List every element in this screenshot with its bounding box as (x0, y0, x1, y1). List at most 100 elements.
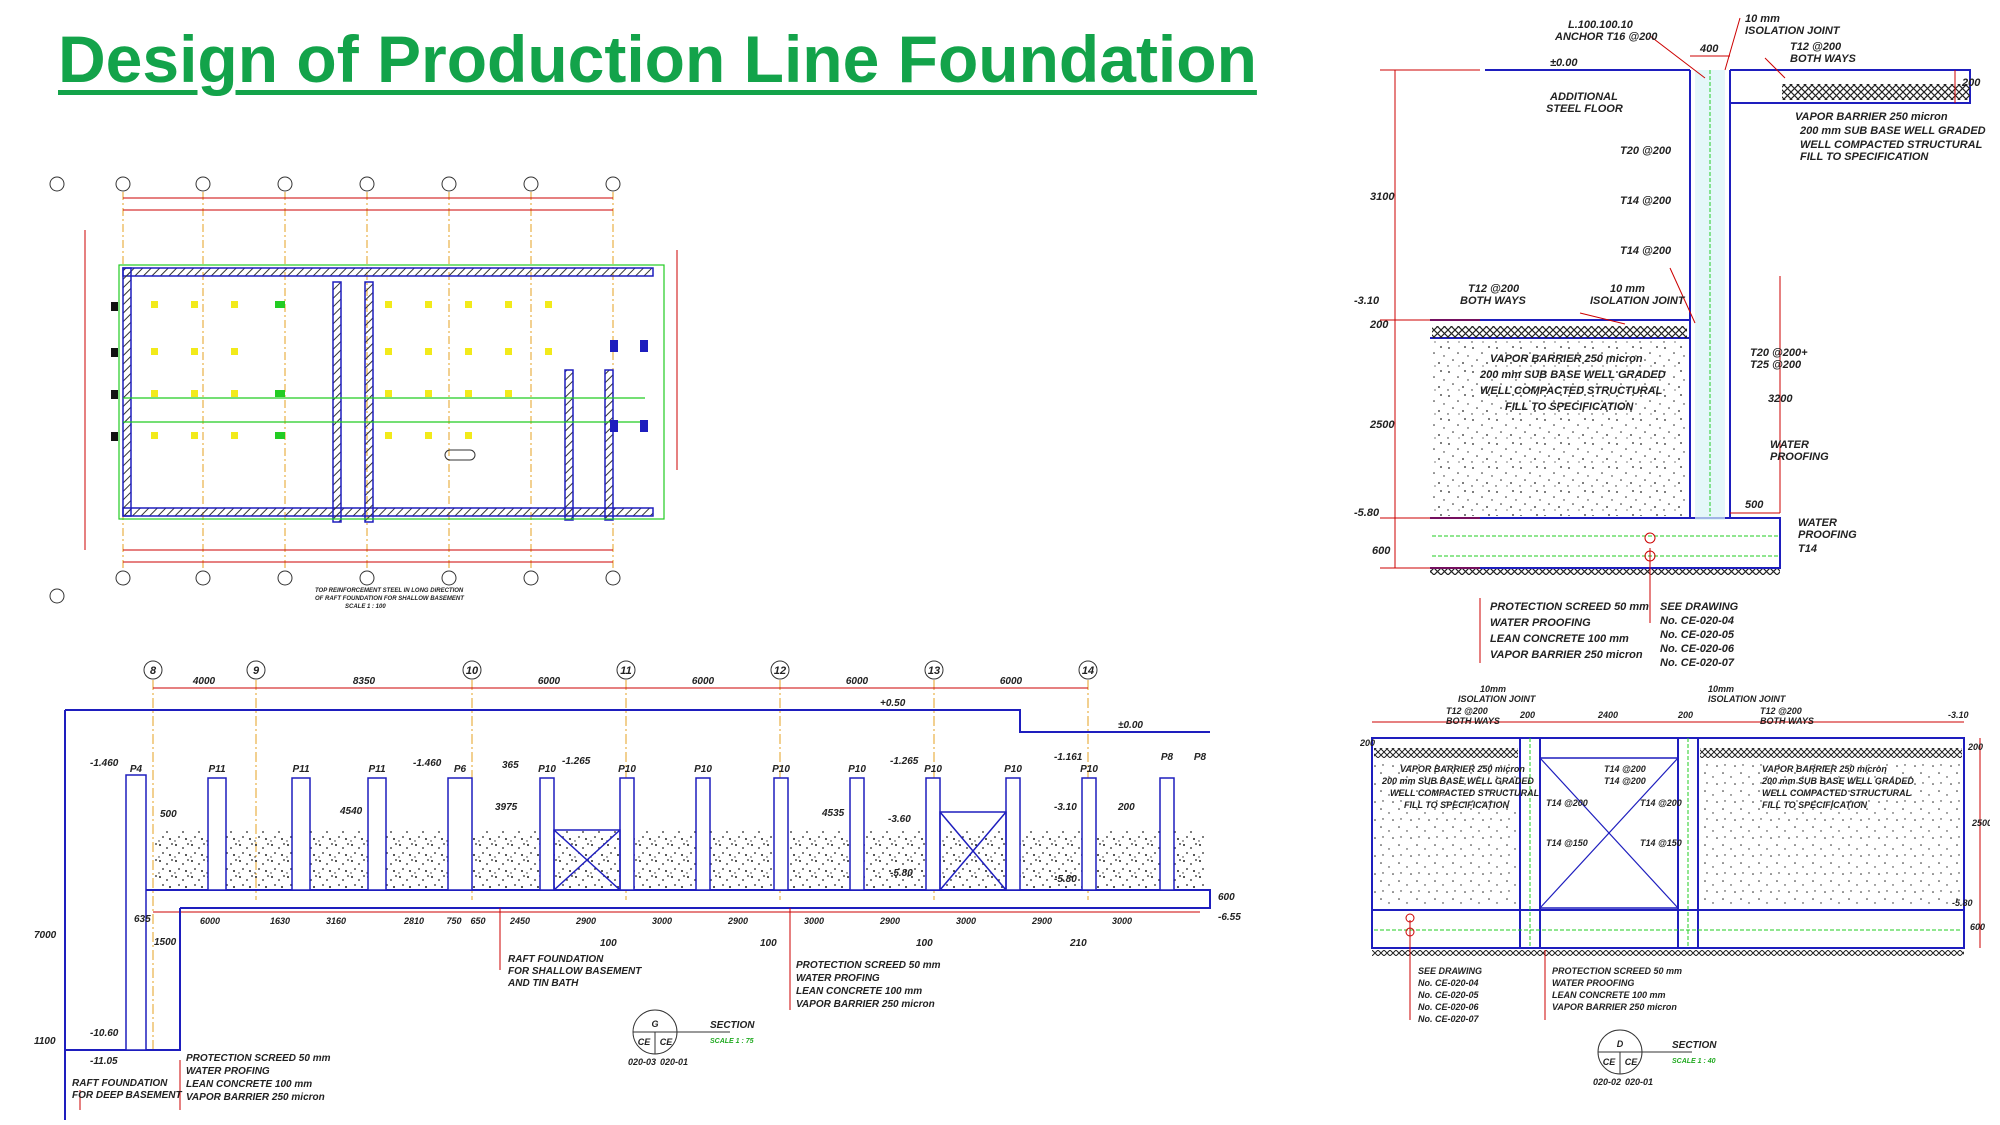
wall-label-t12b1: T12 @200 (1468, 283, 1520, 295)
svg-text:-5.80: -5.80 (890, 868, 913, 879)
svg-text:500: 500 (160, 809, 177, 820)
wall-section: L.100.100.10 ANCHOR T16 @200 10 mm ISOLA… (1354, 13, 1986, 668)
wall-label-t20: T20 @200 (1620, 145, 1672, 157)
svg-text:635: 635 (134, 914, 151, 925)
svg-text:650: 650 (470, 916, 485, 926)
pit-l4: VAPOR BARRIER 250 micron (1552, 1002, 1677, 1012)
wall-label-vb-in: VAPOR BARRIER 250 micron (1490, 353, 1643, 365)
pit-wc-l2: FILL TO SPECIFICATION (1404, 800, 1510, 810)
svg-text:100: 100 (916, 938, 933, 949)
wall-legend-1: PROTECTION SCREED 50 mm (1490, 601, 1649, 613)
svg-text:P4: P4 (130, 764, 143, 775)
svg-text:020-02: 020-02 (1593, 1077, 1621, 1087)
svg-text:2900: 2900 (575, 916, 596, 926)
wall-label-wp1: WATER (1770, 439, 1809, 451)
svg-text:P6: P6 (454, 764, 467, 775)
svg-text:OF RAFT FOUNDATION FOR SHALLOW: OF RAFT FOUNDATION FOR SHALLOW BASEMENT (315, 596, 465, 602)
legend-b-4: VAPOR BARRIER 250 micron (186, 1092, 325, 1103)
svg-text:2900: 2900 (1031, 916, 1052, 926)
pit-l2: WATER PROOFING (1552, 978, 1634, 988)
svg-text:-1.460: -1.460 (90, 758, 119, 769)
svg-text:CE: CE (1625, 1057, 1638, 1067)
svg-text:P11: P11 (292, 764, 309, 775)
wall-label-wp4: PROOFING (1798, 529, 1857, 541)
pit-t14d: T14 @200 (1640, 798, 1682, 808)
wall-dim-600: 600 (1372, 545, 1391, 557)
svg-text:2810: 2810 (403, 916, 424, 926)
wall-label-wc-in2: FILL TO SPECIFICATION (1505, 401, 1634, 413)
svg-text:P11: P11 (368, 764, 385, 775)
pit-t14e: T14 @150 (1546, 838, 1588, 848)
svg-text:-1.161: -1.161 (1054, 752, 1083, 763)
svg-text:020-01: 020-01 (1625, 1077, 1653, 1087)
svg-text:6000: 6000 (692, 676, 715, 687)
pit-sb-r: 200 mm SUB BASE WELL GRADED (1761, 776, 1914, 786)
wall-label-jn1: 10 mm (1610, 283, 1645, 295)
svg-text:100: 100 (760, 938, 777, 949)
grid-label-14: 14 (1082, 665, 1094, 677)
pit-r1: No. CE-020-04 (1418, 978, 1479, 988)
wall-dim-400: 400 (1699, 43, 1719, 55)
pit-l1: PROTECTION SCREED 50 mm (1552, 966, 1682, 976)
svg-text:D: D (1617, 1039, 1624, 1049)
pit-d2400: 2400 (1597, 710, 1618, 720)
svg-text:6000: 6000 (200, 916, 220, 926)
grid-label-10: 10 (466, 665, 479, 677)
wall-label-wp2: PROOFING (1770, 451, 1829, 463)
svg-text:P10: P10 (538, 764, 556, 775)
svg-text:4000: 4000 (192, 676, 216, 687)
svg-text:4535: 4535 (821, 808, 845, 819)
legend-b-2: WATER PROFING (186, 1066, 270, 1077)
legend-a-2: WATER PROFING (796, 973, 880, 984)
pit-j1a: 10mm (1480, 684, 1506, 694)
svg-text:P10: P10 (618, 764, 636, 775)
wall-label-t20b2: T25 @200 (1750, 359, 1802, 371)
pit-wc-r2: FILL TO SPECIFICATION (1762, 800, 1868, 810)
svg-text:1100: 1100 (34, 1036, 56, 1047)
pit-r3: No. CE-020-06 (1418, 1002, 1480, 1012)
svg-text:1500: 1500 (154, 937, 177, 948)
pit-t14c: T14 @200 (1546, 798, 1588, 808)
wall-label-t14a: T14 @200 (1620, 195, 1672, 207)
pit-t14a: T14 @200 (1604, 764, 1646, 774)
svg-text:8350: 8350 (353, 676, 376, 687)
svg-text:-1.265: -1.265 (562, 756, 591, 767)
svg-text:P10: P10 (772, 764, 790, 775)
pit-t12l1: T12 @200 (1446, 706, 1488, 716)
svg-text:2450: 2450 (509, 916, 530, 926)
wall-label-vb: VAPOR BARRIER 250 micron (1795, 111, 1948, 123)
pit-j1b: ISOLATION JOINT (1458, 694, 1537, 704)
svg-text:3975: 3975 (495, 802, 518, 813)
svg-text:3000: 3000 (652, 916, 672, 926)
pit-vb-l: VAPOR BARRIER 250 micron (1400, 764, 1525, 774)
svg-text:-3.10: -3.10 (1054, 802, 1077, 813)
wall-see-drawing: SEE DRAWING (1660, 601, 1739, 613)
svg-text:G: G (651, 1019, 658, 1029)
wall-level-bot: -5.80 (1354, 507, 1380, 519)
wall-dim-500: 500 (1745, 499, 1764, 511)
svg-text:6000: 6000 (1000, 676, 1023, 687)
svg-text:-5.80: -5.80 (1054, 874, 1077, 885)
svg-text:+0.50: +0.50 (880, 698, 906, 709)
svg-text:4540: 4540 (339, 806, 363, 817)
svg-text:020-01: 020-01 (660, 1057, 688, 1067)
wall-ref-3: No. CE-020-06 (1660, 643, 1735, 655)
svg-text:600: 600 (1218, 892, 1235, 903)
wall-legend-3: LEAN CONCRETE 100 mm (1490, 633, 1629, 645)
pit-d200a: 200 (1519, 710, 1535, 720)
plan-caption: TOP REINFORCEMENT STEEL IN LONG DIRECTIO… (315, 588, 465, 610)
raft1-line2: FOR SHALLOW BASEMENT (508, 966, 642, 977)
wall-label-anchor: ANCHOR T16 @200 (1554, 31, 1658, 43)
svg-text:SCALE 1 : 40: SCALE 1 : 40 (1672, 1058, 1716, 1065)
wall-dim-2500: 2500 (1369, 419, 1395, 431)
wall-label-sb: 200 mm SUB BASE WELL GRADED (1799, 125, 1986, 137)
pit-t12r2: BOTH WAYS (1760, 716, 1814, 726)
svg-text:TOP REINFORCEMENT STEEL IN LON: TOP REINFORCEMENT STEEL IN LONG DIRECTIO… (315, 588, 464, 594)
pit-t12r1: T12 @200 (1760, 706, 1802, 716)
svg-text:2900: 2900 (727, 916, 748, 926)
svg-text:020-03: 020-03 (628, 1057, 656, 1067)
svg-text:3160: 3160 (326, 916, 346, 926)
raft1-line3: AND TIN BATH (507, 978, 579, 989)
wall-label-wp3: WATER (1798, 517, 1837, 529)
pit-t12l2: BOTH WAYS (1446, 716, 1500, 726)
